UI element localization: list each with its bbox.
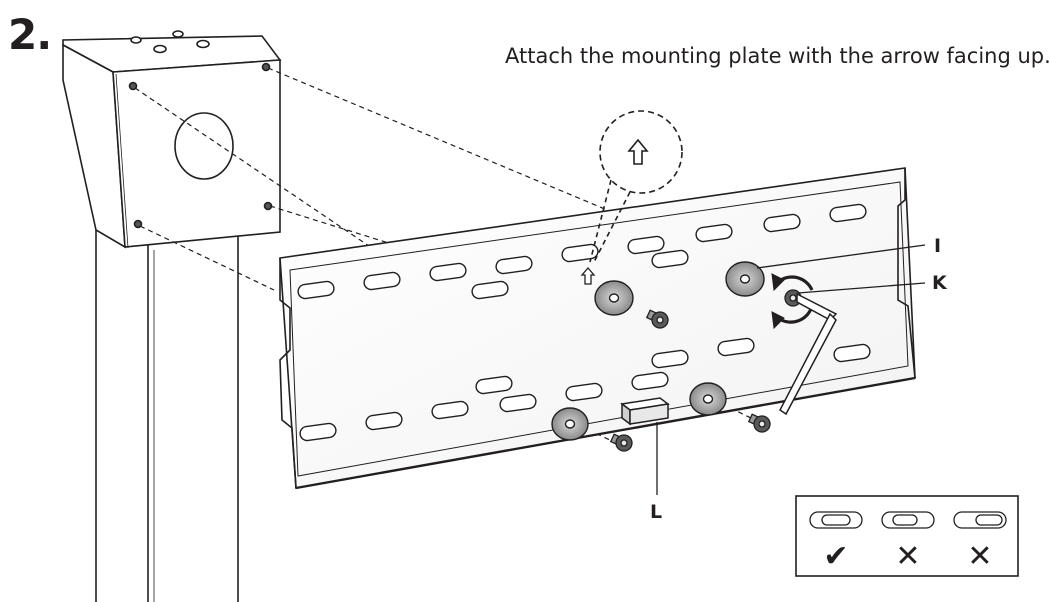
plate-arrow-icon <box>580 267 596 285</box>
stand-column <box>95 230 239 602</box>
step-number: 2. <box>8 10 52 59</box>
screw <box>645 309 669 329</box>
arrow-detail-callout <box>589 110 683 263</box>
screw <box>609 433 633 452</box>
stand-head-block <box>62 30 282 249</box>
hex-key-icon <box>779 292 838 416</box>
screw <box>747 413 771 433</box>
cross-icon: ✕ <box>967 539 992 574</box>
checkmark-icon: ✔ <box>823 539 848 574</box>
spacer <box>620 397 670 426</box>
level-check-box: ✔ ✕ ✕ <box>795 495 1019 577</box>
cross-icon: ✕ <box>895 539 920 574</box>
arrow-up-icon <box>627 138 649 165</box>
plate-slots <box>297 203 871 442</box>
instruction-text: Attach the mounting plate with the arrow… <box>505 44 1050 68</box>
label-screw: K <box>932 272 948 294</box>
label-spacer: L <box>650 501 662 523</box>
label-washer: I <box>934 235 941 257</box>
rotate-arrow-icon <box>771 273 814 330</box>
washers <box>551 261 765 441</box>
callout-lines <box>656 244 926 495</box>
mounting-plate <box>279 167 916 490</box>
